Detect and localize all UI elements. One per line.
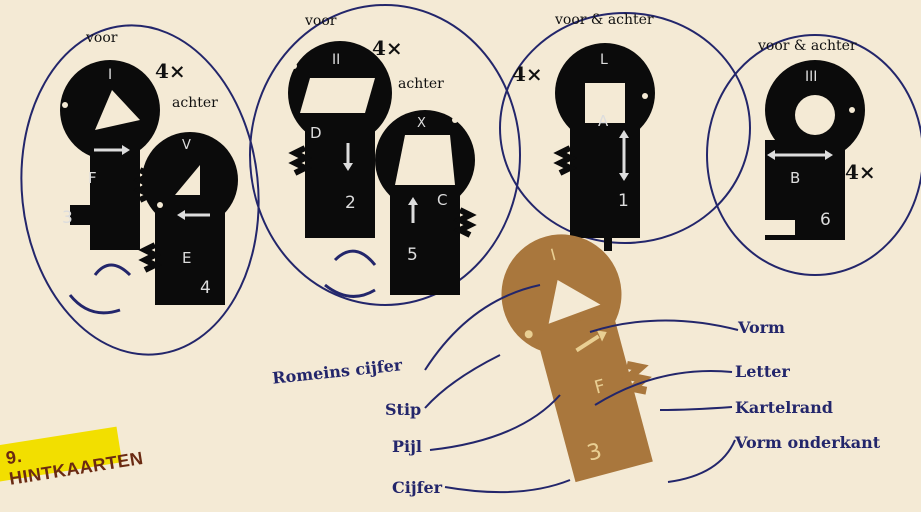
rotate-arrow-2b xyxy=(325,285,375,296)
label-voor-achter-1: voor & achter xyxy=(555,12,654,28)
callout-vorm: Vorm xyxy=(738,318,785,337)
key-card-2-back: X C 5 xyxy=(375,110,475,295)
count-2: 4× xyxy=(372,36,403,60)
key-card-1-back: V E 4 xyxy=(142,132,238,305)
count-1: 4× xyxy=(155,59,186,83)
callout-stip: Stip xyxy=(385,400,421,419)
svg-text:B: B xyxy=(790,169,800,187)
rotate-arrow-1a xyxy=(95,265,130,275)
svg-text:V: V xyxy=(182,138,191,153)
key-card-3: L A 1 xyxy=(555,43,655,251)
count-4: 4× xyxy=(845,160,876,184)
svg-text:L: L xyxy=(600,52,608,68)
rotate-arrow-2a xyxy=(335,251,375,265)
svg-text:III: III xyxy=(805,69,817,85)
svg-text:D: D xyxy=(310,124,322,142)
key-card-1-front: I F 3 xyxy=(60,60,160,250)
svg-text:3: 3 xyxy=(62,208,73,228)
svg-text:4: 4 xyxy=(200,278,211,298)
svg-text:II: II xyxy=(332,52,340,68)
svg-text:6: 6 xyxy=(820,210,831,230)
svg-text:5: 5 xyxy=(407,245,418,265)
callout-line-vorm-onderkant xyxy=(668,440,735,482)
label-voor-1: voor xyxy=(86,30,117,46)
callout-line-kartelrand xyxy=(660,407,732,410)
key-card-2-front: II D 2 xyxy=(288,41,392,238)
callout-line-cijfer xyxy=(445,480,570,492)
svg-text:C: C xyxy=(437,191,447,209)
callout-kartelrand: Kartelrand xyxy=(735,398,833,417)
callout-line-stip xyxy=(425,355,500,408)
svg-text:1: 1 xyxy=(618,191,629,211)
callout-line-pijl xyxy=(430,395,560,450)
count-3: 4× xyxy=(512,62,543,86)
callout-vorm-onderkant: Vorm onderkant xyxy=(735,433,880,452)
svg-text:X: X xyxy=(417,116,426,131)
callout-pijl: Pijl xyxy=(392,437,422,456)
svg-text:F: F xyxy=(88,169,97,187)
label-achter-1: achter xyxy=(172,95,218,111)
label-voor-achter-2: voor & achter xyxy=(758,38,857,54)
callout-letter: Letter xyxy=(735,362,790,381)
svg-text:2: 2 xyxy=(345,193,356,213)
svg-text:I: I xyxy=(108,67,112,83)
rotate-arrow-1b xyxy=(70,295,120,313)
svg-text:E: E xyxy=(182,249,191,267)
label-voor-2: voor xyxy=(305,13,336,29)
key-card-4: III B 6 xyxy=(765,60,865,240)
svg-text:A: A xyxy=(598,112,609,130)
callout-cijfer: Cijfer xyxy=(392,478,442,497)
label-achter-2: achter xyxy=(398,76,444,92)
example-key-bronze: I F 3 xyxy=(488,221,667,489)
